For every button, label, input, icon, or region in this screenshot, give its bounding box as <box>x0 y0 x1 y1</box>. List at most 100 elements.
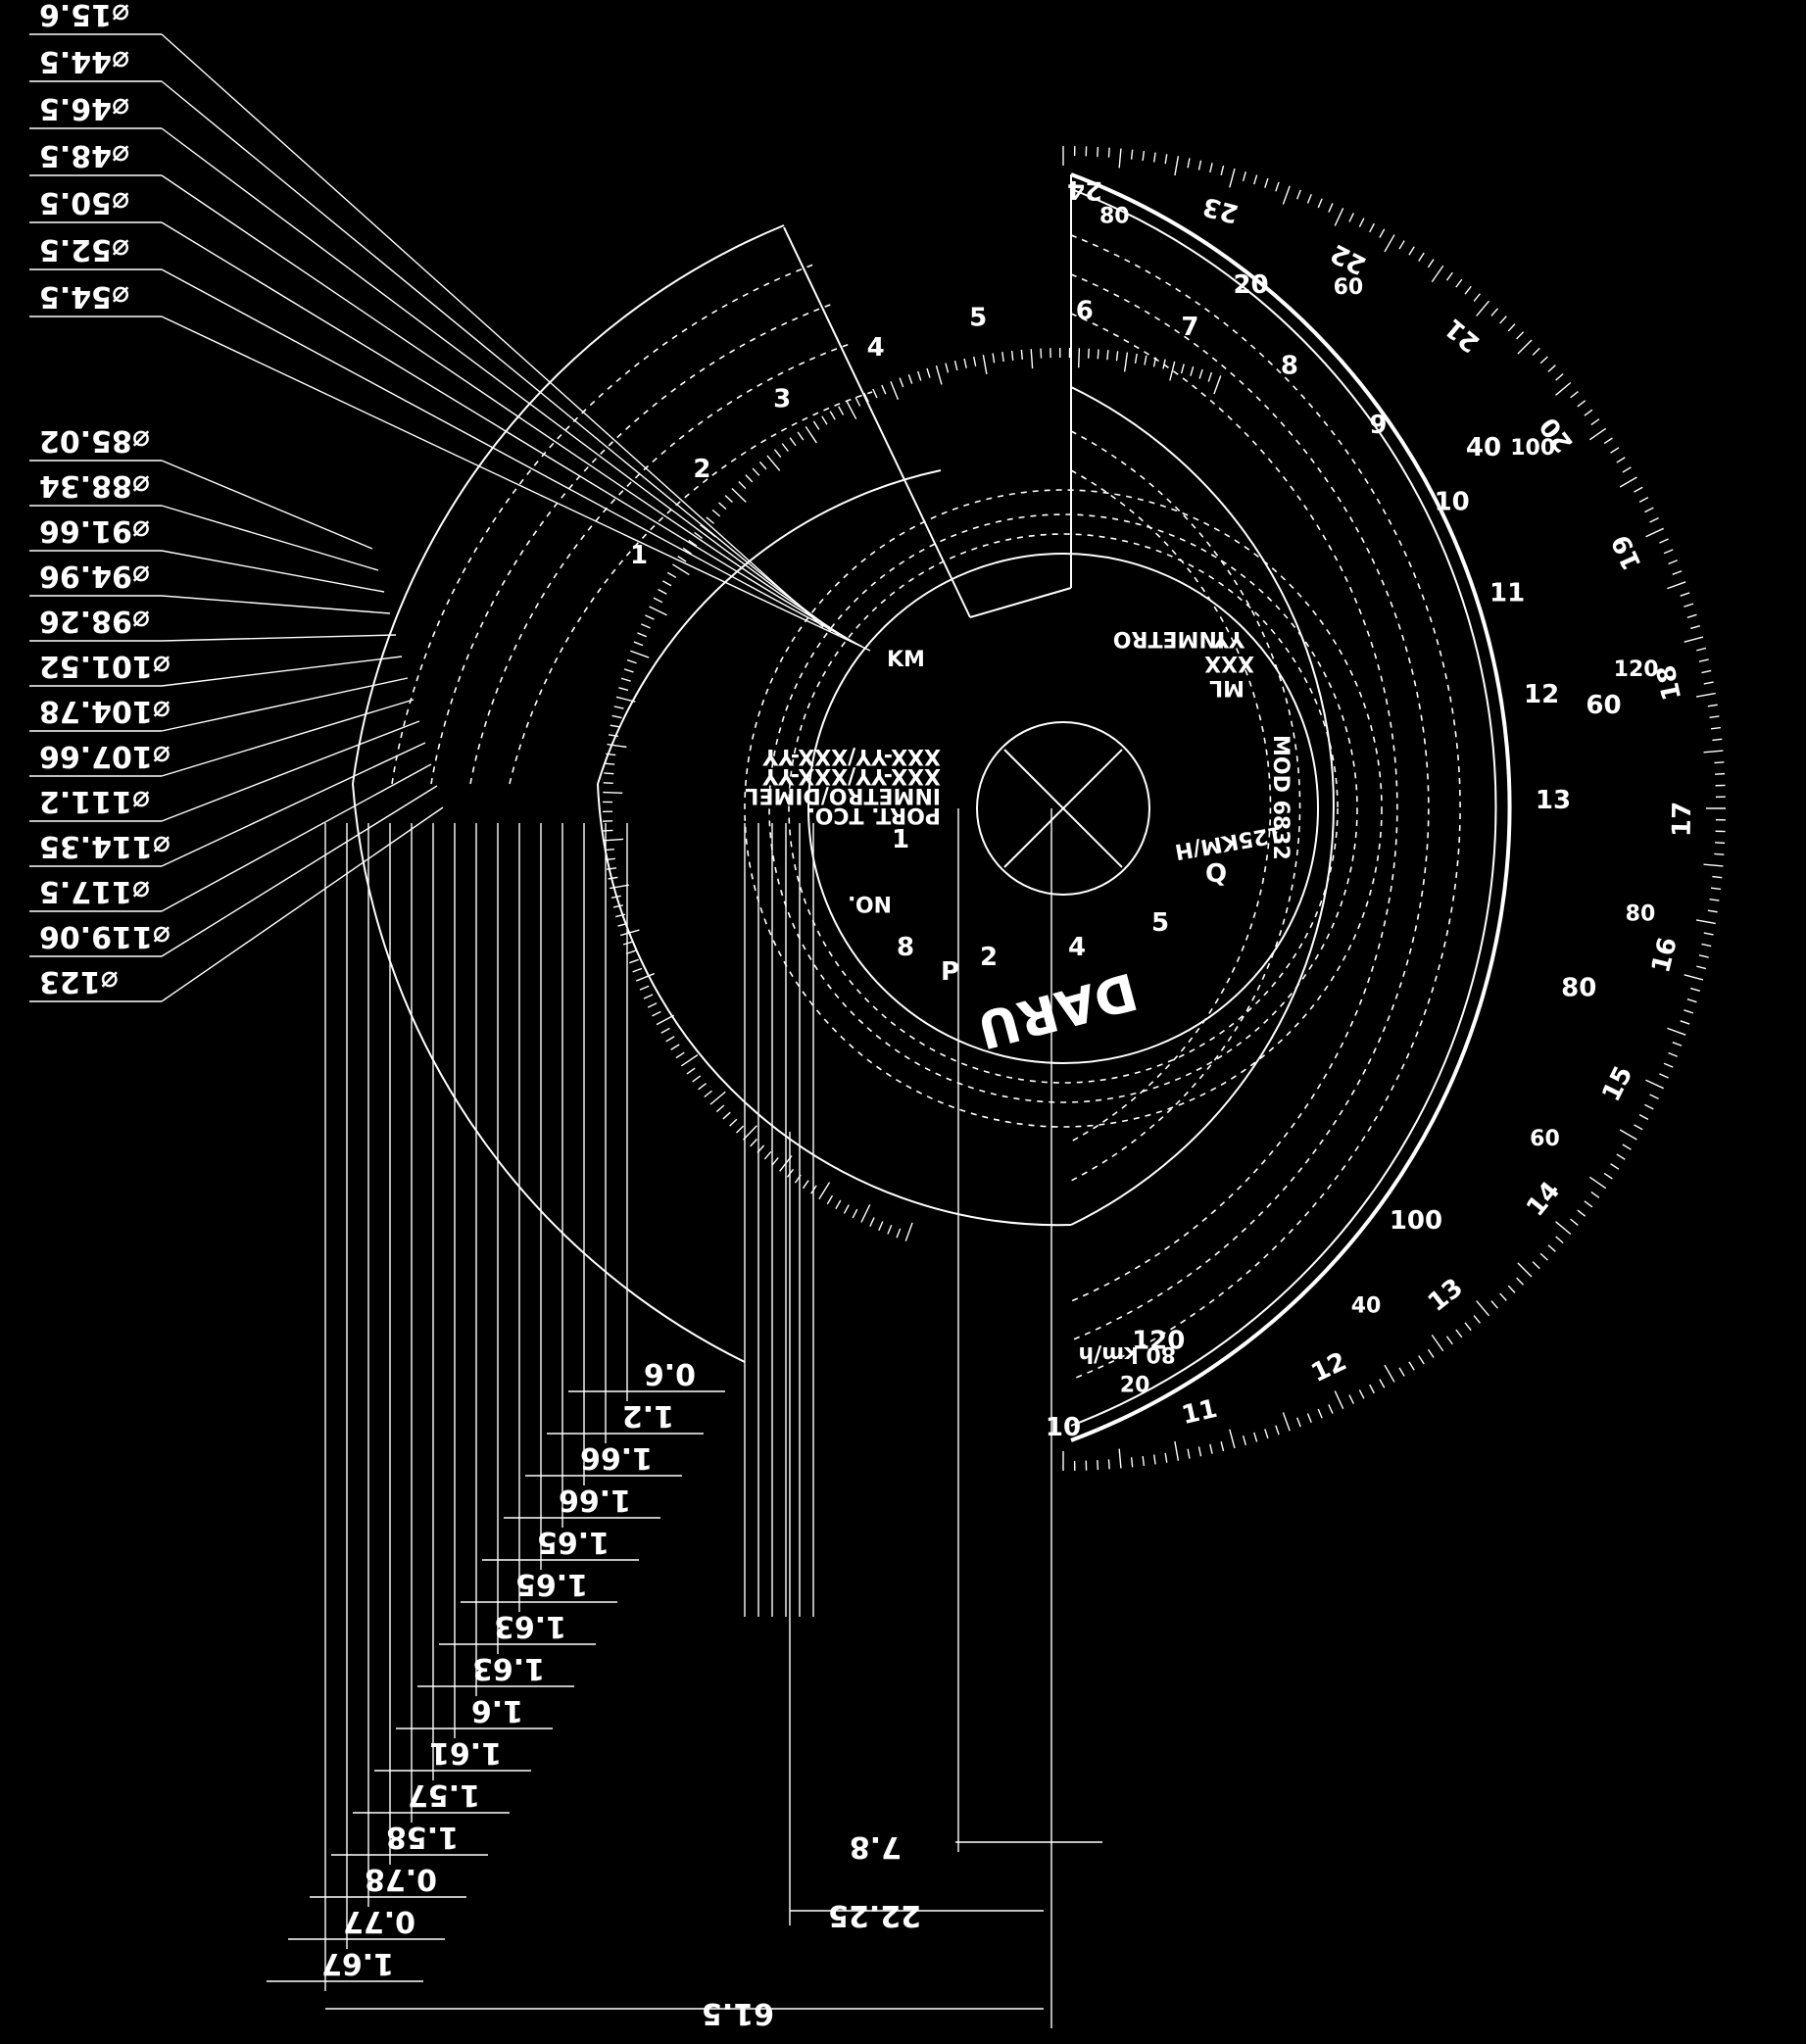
outer-speed-mark-5: 60 <box>1530 1127 1560 1151</box>
inner-tick <box>1123 352 1129 372</box>
outer-tick <box>1610 1163 1620 1170</box>
diameter-callout-group: ⌀15.6⌀44.5⌀46.5⌀48.5⌀50.5⌀52.5⌀54.5⌀85.0… <box>29 0 871 1002</box>
inner-tick <box>653 597 663 604</box>
outer-tick <box>1668 1051 1679 1057</box>
inner-tick <box>652 1010 661 1017</box>
ring-dimension-3: 1.66 <box>559 1483 631 1517</box>
outer-tick <box>1547 1244 1556 1252</box>
inner-tick <box>718 502 727 511</box>
inner-hour-5-4: 5 <box>969 304 987 333</box>
outer-tick <box>1229 168 1236 188</box>
diameter-callout-15: ⌀111.2 <box>39 784 150 818</box>
callout-leader <box>161 505 379 571</box>
outer-tick <box>1209 163 1213 173</box>
outer-tick <box>1616 1153 1626 1160</box>
inner-tick <box>686 1067 696 1075</box>
outer-tick <box>1306 193 1312 204</box>
inner-tick <box>821 415 828 425</box>
left-ring-group <box>352 224 1072 1363</box>
left-mid-arc <box>597 469 942 785</box>
outer-tick <box>1328 1404 1334 1414</box>
callout-leader <box>161 595 391 614</box>
inner-tick <box>781 443 789 452</box>
outer-tick <box>1672 570 1683 575</box>
outer-tick <box>1577 1209 1586 1217</box>
inner-tick <box>812 420 820 430</box>
inner-hour-10-9: 10 <box>1435 488 1470 517</box>
code-a: XXX <box>1204 651 1254 675</box>
inner-tick <box>1106 350 1109 361</box>
inner-dash-2 <box>768 513 1358 1103</box>
inner-tick <box>680 1054 699 1067</box>
outer-tick <box>1107 1459 1110 1470</box>
inner-tick <box>608 734 619 738</box>
inner-tick <box>698 1083 707 1091</box>
outer-tick <box>1710 887 1722 891</box>
ring-solid-mid <box>1070 386 1335 1226</box>
inner-tick <box>729 1118 738 1127</box>
inner-tick <box>645 614 655 620</box>
inner-hour-1-0: 1 <box>630 541 648 570</box>
inner-tick <box>666 571 677 579</box>
outer-speed-mark-6: 40 <box>1351 1293 1382 1318</box>
inner-tick <box>620 929 640 937</box>
outer-tick <box>1242 1436 1247 1446</box>
inner-tick <box>715 1104 725 1113</box>
diameter-callout-12: ⌀101.52 <box>39 649 171 683</box>
speed-mark-20: 20 <box>1233 270 1268 300</box>
outer-tick <box>1209 1443 1213 1454</box>
outer-speed-mark-0: 80 <box>1099 204 1130 228</box>
outer-speed-mark-2: 100 <box>1510 436 1555 461</box>
outer-tick <box>1707 704 1718 707</box>
outer-tick <box>1695 919 1716 925</box>
inner-tick <box>675 1051 685 1059</box>
outer-speed-mark-4: 80 <box>1626 901 1656 926</box>
outer-tick <box>1588 1176 1607 1190</box>
outer-tick <box>1667 1027 1686 1036</box>
inner-tick <box>736 1125 745 1134</box>
inner-tick <box>750 1139 757 1147</box>
outer-ring-group <box>1070 172 1512 1442</box>
callout-leader <box>161 699 415 777</box>
inner-tick <box>1152 357 1157 367</box>
approval-2: XXX-YY/XXX-YY <box>761 763 941 788</box>
inner-tick <box>752 467 760 476</box>
outer-hour-22: 22 <box>1326 237 1371 279</box>
inner-hour-2-1: 2 <box>693 455 710 484</box>
outer-edge-arc <box>1070 172 1512 1442</box>
inner-tick <box>605 762 615 765</box>
inner-tick <box>899 377 904 388</box>
ring-dimension-13: 0.77 <box>343 1904 415 1938</box>
outer-tick <box>1603 437 1613 445</box>
inner-tick <box>872 388 878 399</box>
inner-tick <box>843 1204 850 1214</box>
inner-tick <box>688 539 698 547</box>
outer-tick <box>1517 1262 1533 1278</box>
outer-tick <box>1455 1329 1463 1338</box>
inner-hour-4-3: 4 <box>867 333 885 363</box>
letter-q: Q <box>1205 859 1227 889</box>
outer-tick <box>1610 447 1620 454</box>
outer-tick <box>1317 1408 1323 1419</box>
inner-tick <box>797 431 805 441</box>
outer-tick <box>1686 613 1697 618</box>
outer-tick <box>1690 987 1701 993</box>
inner-tick <box>904 1222 913 1241</box>
outer-tick <box>1672 1042 1683 1046</box>
outer-tick <box>1445 1336 1453 1345</box>
outer-tick <box>1698 658 1709 662</box>
inner-tick <box>926 367 931 378</box>
outer-tick <box>1714 852 1725 855</box>
outer-tick <box>1379 1379 1386 1388</box>
outer-tick <box>1398 1367 1405 1377</box>
callout-leader <box>161 33 824 628</box>
dim-7-8-label: 7.8 <box>850 1829 902 1864</box>
inner-tick <box>665 1036 675 1043</box>
outer-tick <box>1253 1432 1258 1442</box>
sector-cut-line-1 <box>783 226 971 618</box>
center-cross-2 <box>1003 749 1123 868</box>
outer-tick <box>1616 457 1626 463</box>
outer-tick <box>1334 1390 1344 1409</box>
left-dash-3 <box>469 342 854 785</box>
ring-dimension-8: 1.6 <box>471 1693 523 1728</box>
